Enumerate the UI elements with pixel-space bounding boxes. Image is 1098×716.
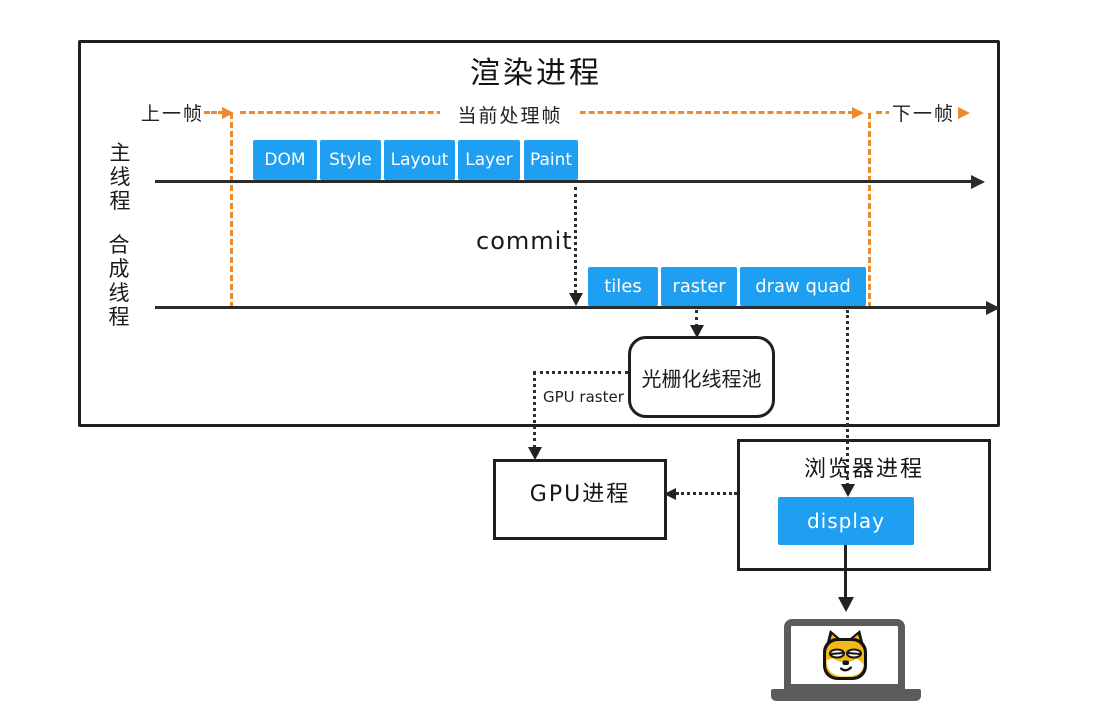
stage-box-layout: Layout [384, 140, 455, 180]
prev-frame-dash-line [204, 111, 224, 114]
drawquad-to-display-arrow-icon [841, 484, 855, 497]
laptop-base [771, 689, 921, 701]
browser-to-gpu-line [676, 492, 737, 495]
display-box: display [778, 497, 914, 545]
stage-box-layer: Layer [458, 140, 520, 180]
main-thread-label: 主线程 [109, 141, 131, 213]
current-frame-label: 当前处理帧 [440, 101, 580, 128]
gpu-raster-vline [533, 371, 536, 449]
raster-pool-label: 光栅化线程池 [641, 366, 762, 391]
stage-box-style: Style [320, 140, 381, 180]
frame-left-divider-line [230, 113, 233, 308]
stage-box-draw-quad: draw quad [740, 267, 866, 306]
gpu-raster-label: GPU raster [541, 388, 626, 406]
stage-box-paint: Paint [524, 140, 578, 180]
next-frame-arrow-icon [958, 107, 970, 119]
display-to-laptop-arrow-icon [838, 597, 854, 612]
render-process-box [78, 40, 1000, 427]
compositor-thread-arrow-icon [986, 301, 1000, 315]
commit-label: commit [476, 227, 573, 255]
main-thread-line [155, 180, 973, 183]
shiba-dog-icon [823, 630, 867, 680]
commit-arrow-head-icon [569, 293, 583, 306]
stage-box-raster: raster [661, 267, 737, 306]
browser-process-title: 浏览器进程 [803, 457, 924, 482]
drawquad-to-display-line [846, 310, 849, 486]
stage-box-dom: DOM [253, 140, 317, 180]
compositor-thread-line [155, 306, 988, 309]
commit-arrow-line [574, 187, 577, 293]
browser-to-gpu-arrow-icon [664, 488, 676, 500]
browser-process-box: 浏览器进程 [737, 439, 991, 571]
gpu-process-box: GPU进程 [493, 459, 667, 540]
render-process-title: 渲染进程 [470, 56, 602, 91]
compositor-thread-label: 合成线程 [108, 233, 130, 329]
prev-frame-label: 上一帧 [141, 103, 205, 125]
stage-box-tiles: tiles [588, 267, 658, 306]
frame-right-divider-line [868, 113, 871, 308]
gpu-process-label: GPU进程 [529, 482, 631, 507]
raster-pool-box: 光栅化线程池 [628, 336, 775, 418]
raster-to-pool-line [695, 310, 698, 327]
gpu-raster-arrow-icon [528, 447, 542, 460]
display-to-laptop-line [844, 545, 847, 599]
raster-to-pool-arrow-icon [690, 325, 704, 338]
main-thread-arrow-icon [971, 175, 985, 189]
next-frame-label: 下一帧 [889, 99, 959, 126]
gpu-raster-hline [533, 371, 628, 374]
current-frame-arrow-icon [852, 107, 864, 119]
